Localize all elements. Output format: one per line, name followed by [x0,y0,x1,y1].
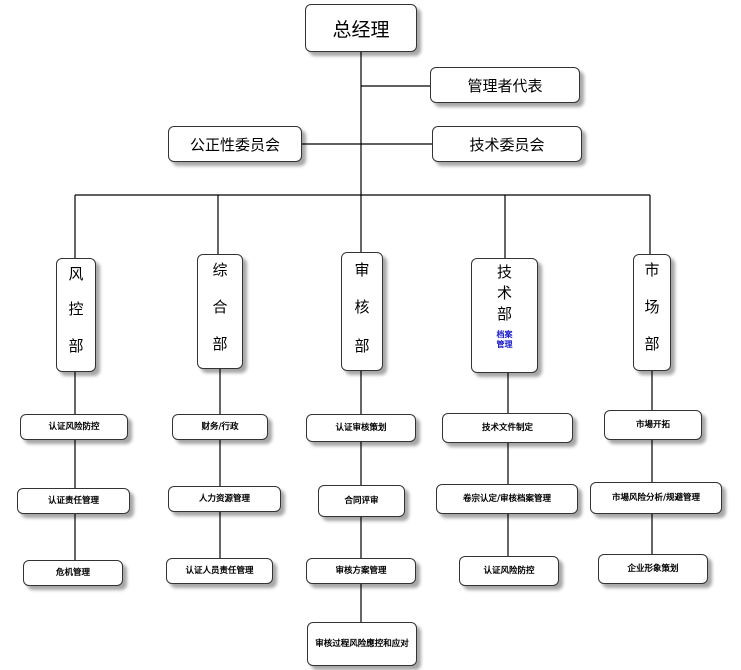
audit-item-box: 合同评审 [318,485,405,517]
audit-dept-char-3: 部 [354,337,370,355]
technical-committee-box: 技术委员会 [432,126,582,162]
tech-dept-char-2: 术 [496,284,512,302]
tech-item-box: 卷宗认定/审核档案管理 [436,484,578,514]
market-dept-char-3: 部 [644,335,660,353]
market-item-box: 市場开拓 [604,410,702,440]
management-representative-box: 管理者代表 [430,67,580,103]
audit-item-label: 审核方案管理 [335,565,387,576]
fairness-committee-box: 公正性委员会 [168,126,302,162]
risk-item-label: 危机管理 [55,567,90,578]
general-item-box: 认证人员责任管理 [166,558,273,584]
risk-item-box: 认证责任管理 [17,488,130,514]
market-item-box: 企业形象策划 [598,554,708,584]
risk-item-label: 认证责任管理 [47,495,99,506]
market-dept-box: 市 场 部 [633,254,671,371]
market-item-label: 市場风险分析/规避管理 [611,492,701,503]
general-item-label: 人力资源管理 [198,493,250,504]
risk-control-dept-box: 风 控 部 [56,258,96,372]
general-item-box: 人力资源管理 [168,486,281,512]
market-dept-char-1: 市 [644,261,660,279]
risk-dept-char-1: 风 [68,265,84,283]
general-dept-char-2: 合 [212,298,228,316]
tech-item-label: 卷宗认定/审核档案管理 [462,493,552,504]
market-item-label: 市場开拓 [635,419,670,430]
tech-dept-char-1: 技 [496,263,512,281]
tech-item-box: 认证风险防控 [459,556,559,586]
audit-dept-char-1: 审 [354,261,370,279]
audit-item-label: 合同评审 [344,495,379,506]
market-dept-char-2: 场 [644,298,660,316]
general-dept-char-1: 综 [212,261,228,279]
risk-item-box: 危机管理 [23,560,123,586]
audit-item-label: 审核过程风险應控和应对 [315,638,409,649]
technical-committee-label: 技术委员会 [469,135,545,154]
market-item-box: 市場风险分析/规避管理 [590,482,722,514]
tech-item-box: 技术文件制定 [442,413,573,443]
audit-item-box: 审核过程风险應控和应对 [307,622,417,666]
general-item-label: 认证人员责任管理 [185,565,254,576]
general-manager-box: 总经理 [305,4,417,52]
audit-dept-char-2: 核 [354,298,370,316]
risk-item-box: 认证风险防控 [20,414,128,440]
general-manager-label: 总经理 [332,18,390,41]
audit-item-box: 认证审核策划 [306,414,416,442]
risk-dept-char-2: 控 [68,300,84,318]
market-item-label: 企业形象策划 [627,563,679,574]
general-affairs-dept-box: 综 合 部 [197,254,243,369]
tech-item-label: 技术文件制定 [481,422,533,433]
general-dept-char-3: 部 [212,335,228,353]
audit-item-box: 审核方案管理 [306,558,416,584]
fairness-committee-label: 公正性委员会 [189,135,280,154]
management-representative-label: 管理者代表 [467,76,543,95]
audit-item-label: 认证审核策划 [335,422,387,433]
general-item-box: 财务/行政 [172,414,268,440]
risk-item-label: 认证风险防控 [48,421,100,432]
technical-dept-box: 技 术 部 档案 管理 [471,258,538,373]
tech-dept-char-3: 部 [496,305,512,323]
audit-dept-box: 审 核 部 [341,252,383,371]
archive-note-line-1: 档案 [496,330,513,339]
archive-management-note: 档案 管理 [497,330,513,349]
tech-item-label: 认证风险防控 [483,565,535,576]
archive-note-line-2: 管理 [496,339,513,349]
risk-dept-char-3: 部 [68,337,84,355]
general-item-label: 财务/行政 [201,421,239,432]
